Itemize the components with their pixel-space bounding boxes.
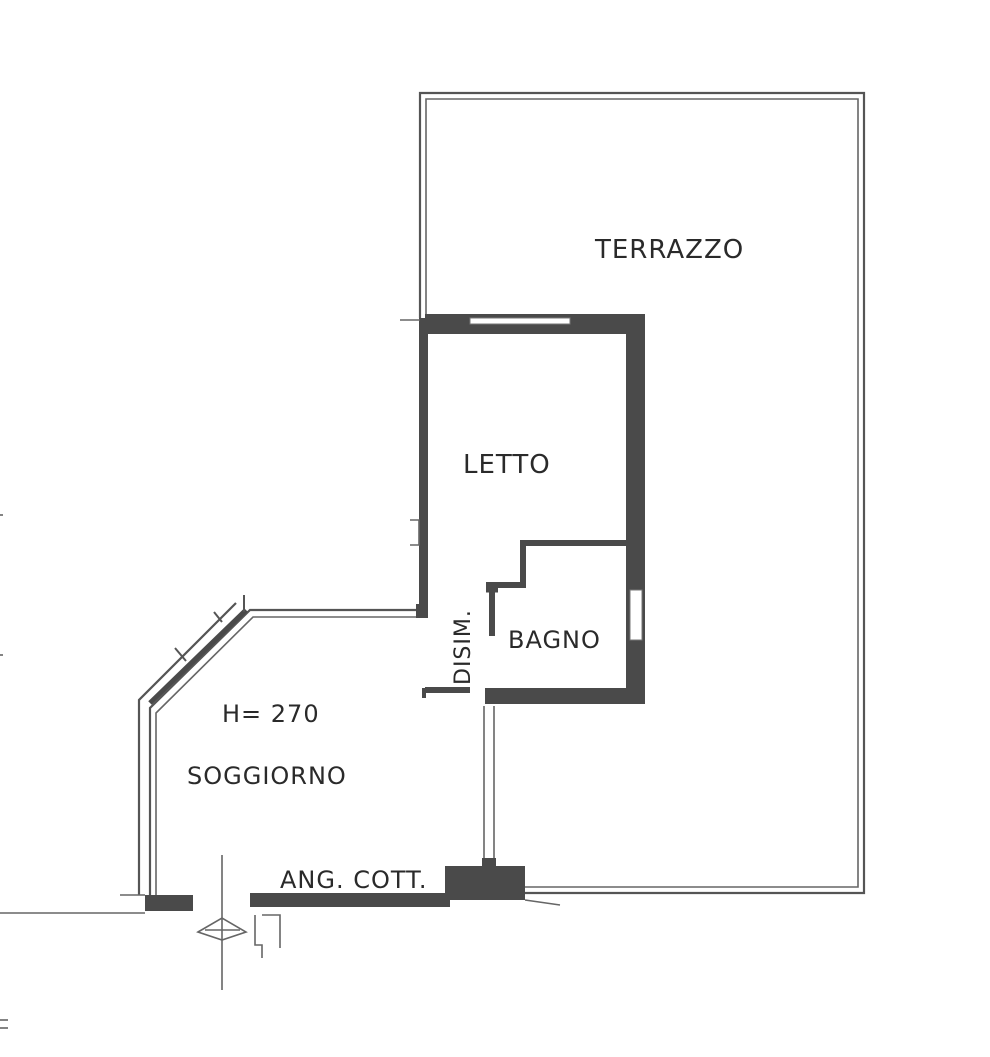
room-label-angolo-cottura: ANG. COTT. <box>280 866 428 894</box>
room-label-disim: DISIM. <box>451 609 476 685</box>
bathroom-walls <box>422 540 627 698</box>
living-room-walls <box>137 319 495 895</box>
room-label-soggiorno: SOGGIORNO <box>187 762 347 790</box>
edge-marks <box>0 514 8 1029</box>
entrance-marker <box>196 855 248 990</box>
terrace-outline <box>418 91 866 895</box>
bedroom-walls <box>419 314 645 704</box>
room-label-terrazzo: TERRAZZO <box>594 235 744 265</box>
room-height-label: H= 270 <box>222 700 320 728</box>
room-label-bagno: BAGNO <box>508 626 601 654</box>
room-label-letto: LETTO <box>463 450 551 480</box>
kitchen-walls <box>0 858 561 958</box>
